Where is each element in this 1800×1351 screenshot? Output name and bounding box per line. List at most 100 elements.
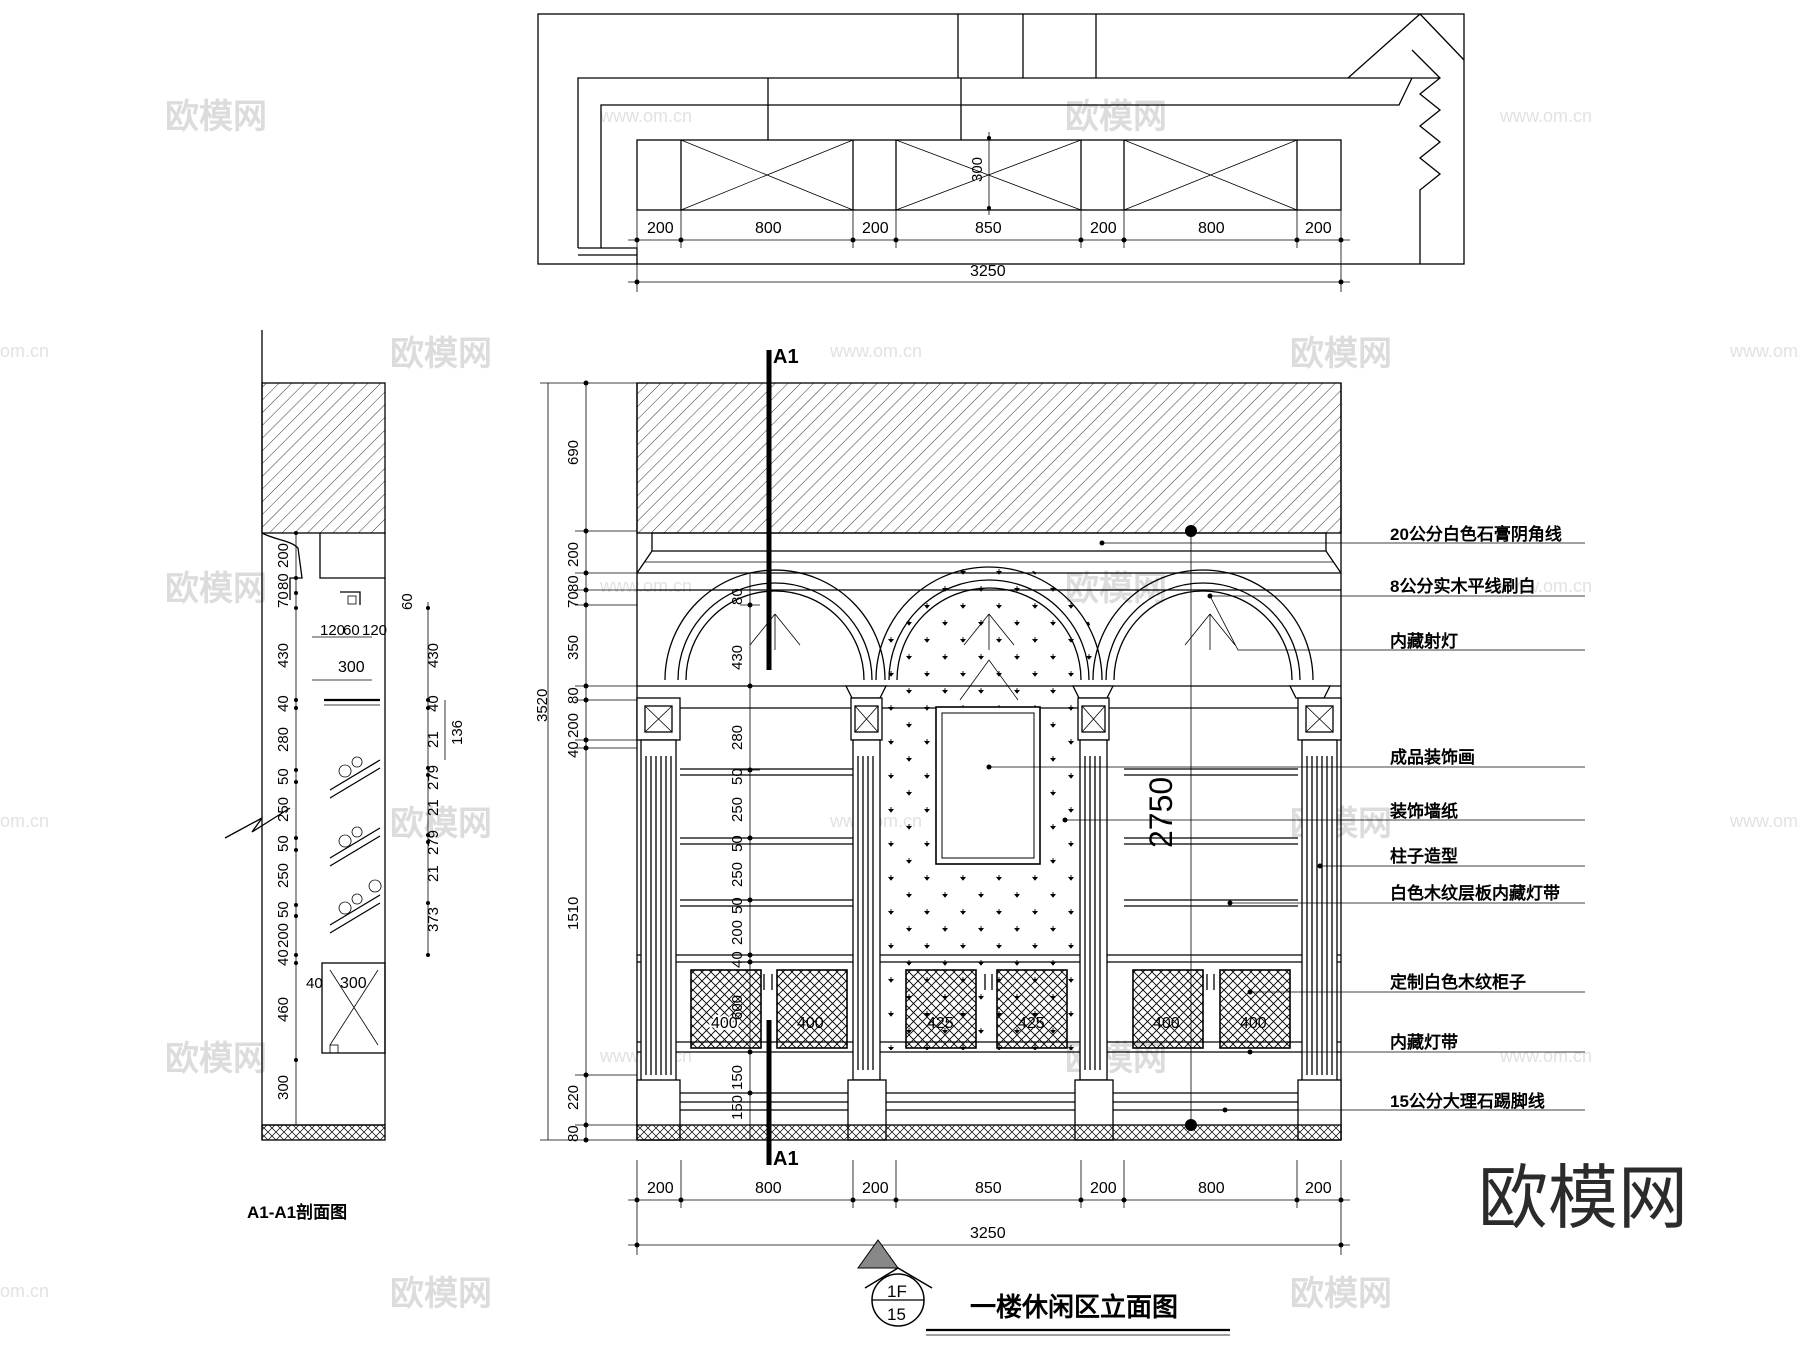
watermark: www.om.cn — [599, 106, 692, 126]
sec-rdim: 21 — [425, 731, 442, 748]
watermark: www.om.cn — [1499, 106, 1592, 126]
arches — [664, 566, 1314, 681]
sec-dim: 70 — [275, 591, 292, 608]
watermark: 欧模网 — [390, 335, 492, 373]
watermark: om.cn — [0, 811, 49, 831]
sec-top-dim: 120 — [320, 622, 345, 639]
dim-inner: 200 — [565, 542, 582, 567]
watermark: 欧模网 — [165, 98, 267, 136]
section-ceiling — [261, 382, 386, 534]
callout-wood-trim: 8公分实木平线刷白 — [1390, 576, 1535, 596]
brand-logo: 欧模网 — [1478, 1159, 1688, 1237]
dim-bottom-6: 800 — [1198, 1180, 1225, 1197]
watermark: om.cn — [0, 341, 49, 361]
dim-inner-150: 150 — [729, 1065, 746, 1090]
watermark: 欧模网 — [165, 570, 267, 608]
callout-shelf-light: 白色木纹层板内藏灯带 — [1390, 883, 1560, 903]
plan-outline — [537, 13, 1465, 265]
dim-inner-50: 50 — [729, 768, 746, 785]
dim-plan-5: 200 — [1090, 220, 1117, 237]
elevation-view: 400 400 400 425 425 400 400 A1 A1 2750 — [534, 346, 1585, 1255]
callout-wallpaper: 装饰墙纸 — [1389, 801, 1458, 821]
sec-width-300: 300 — [338, 659, 365, 676]
dim-plan-7: 200 — [1305, 220, 1332, 237]
watermark: www.om.cn — [599, 576, 692, 596]
sec-dim: 280 — [275, 727, 292, 752]
cabinet-width-label: 400 — [797, 1015, 824, 1032]
dim-inner-150: 150 — [729, 1095, 746, 1120]
sec-rdim: 21 — [425, 799, 442, 816]
section-view: 200 80 70 430 40 280 50 250 50 250 50 20… — [224, 330, 466, 1222]
view-title: 一楼休闲区立面图 — [970, 1292, 1178, 1322]
watermark: 欧模网 — [390, 1275, 492, 1313]
dim-bottom-1: 200 — [647, 1180, 674, 1197]
dim-2750: 2750 — [1143, 777, 1179, 848]
sec-dim: 250 — [275, 797, 292, 822]
dim-inner-430: 430 — [729, 645, 746, 670]
sec-dim: 50 — [275, 835, 292, 852]
cabinet-doors: 400 400 400 425 425 400 400 — [690, 969, 1291, 1049]
sec-dim: 50 — [275, 901, 292, 918]
sec-rdim: 40 — [425, 695, 442, 712]
watermark: 欧模网 — [165, 1040, 267, 1078]
watermark: www.om.cn — [1499, 1046, 1592, 1066]
dim-inner: 40 — [565, 741, 582, 758]
callout-skirting: 15公分大理石踢脚线 — [1390, 1091, 1545, 1111]
columns — [636, 685, 1342, 1141]
view-symbol-top: 1F — [887, 1282, 907, 1301]
dim-bottom-3: 200 — [862, 1180, 889, 1197]
dim-bottom-5: 200 — [1090, 1180, 1117, 1197]
dim-inner: 350 — [565, 635, 582, 660]
watermark: om.cn — [0, 1281, 49, 1301]
cabinet-width-label: 400 — [1240, 1015, 1267, 1032]
watermark: 欧模网 — [1290, 335, 1392, 373]
callout-leaders — [989, 542, 1585, 1111]
dim-inner: 70 — [565, 591, 582, 608]
view-title-block: 1F 15 一楼休闲区立面图 — [857, 1239, 1230, 1336]
dim-outer: 690 — [565, 440, 582, 465]
callout-cabinet: 定制白色木纹柜子 — [1390, 972, 1526, 992]
section-marker-top: A1 — [773, 346, 799, 368]
sec-dim: 40 — [275, 949, 292, 966]
ceiling-slab — [636, 382, 1342, 534]
sec-dim: 300 — [275, 1075, 292, 1100]
dim-plan-2: 800 — [755, 220, 782, 237]
dim-bottom-total: 3250 — [970, 1225, 1006, 1242]
dim-inner: 80 — [565, 687, 582, 704]
sec-dim: 460 — [275, 997, 292, 1022]
dim-inner-600: 600 — [729, 995, 746, 1020]
sec-rdim: 430 — [425, 643, 442, 668]
dim-plan-total: 3250 — [970, 263, 1006, 280]
section-shelves — [329, 759, 381, 934]
sec-dim: 250 — [275, 863, 292, 888]
sec-dim-40: 40 — [306, 975, 323, 992]
dim-outer: 220 — [565, 1085, 582, 1110]
callout-painting: 成品装饰画 — [1390, 747, 1475, 767]
dim-inner-250: 250 — [729, 797, 746, 822]
decorative-painting — [935, 706, 1041, 865]
sec-dim: 40 — [275, 695, 292, 712]
plan-view: 300 200 800 200 850 200 800 200 3250 — [537, 13, 1465, 292]
floor-slab — [636, 1124, 1342, 1141]
cabinet-width-label: 400 — [711, 1015, 738, 1032]
dim-inner-200: 200 — [729, 920, 746, 945]
sec-dim: 200 — [275, 923, 292, 948]
dim-bottom-2: 800 — [755, 1180, 782, 1197]
dim-plan-4: 850 — [975, 220, 1002, 237]
watermark: 欧模网 — [1065, 570, 1167, 608]
watermark: 欧模网 — [390, 805, 492, 843]
watermark: www.om.cn — [1729, 811, 1800, 831]
dim-bottom-4: 850 — [975, 1180, 1002, 1197]
dim-inner-80: 80 — [729, 588, 746, 605]
dim-inner: 200 — [565, 713, 582, 738]
dim-total-height: 3520 — [534, 689, 551, 722]
dim-inner-50: 50 — [729, 835, 746, 852]
dim-bottom-7: 200 — [1305, 1180, 1332, 1197]
sec-top-dim: 60 — [343, 622, 360, 639]
dim-inner-40: 40 — [729, 951, 746, 968]
dim-outer: 80 — [565, 1125, 582, 1142]
dim-inner-280: 280 — [729, 725, 746, 750]
section-floor — [261, 1124, 386, 1141]
cabinet-width-label: 400 — [711, 1015, 738, 1032]
